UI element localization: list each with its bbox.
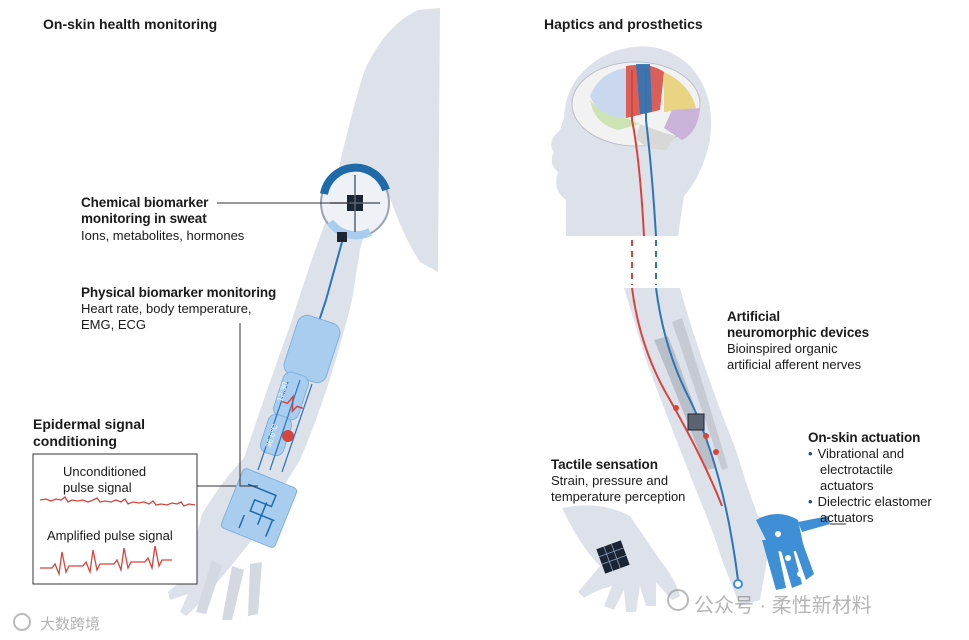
epidermal-heading-2: conditioning [33, 433, 117, 449]
arm-nerve-blue [655, 287, 739, 581]
actuation-heading: On-skin actuation [808, 430, 921, 445]
muscle-fibers [654, 318, 728, 470]
actuation-bullet-1-line-1: Vibrational and [817, 446, 905, 461]
patch-wires [257, 379, 313, 473]
neuromorphic-heading-1: Artificial [727, 309, 781, 324]
unconditioned-label-2: pulse signal [63, 480, 132, 495]
tactile-detail-2: temperature perception [551, 489, 686, 504]
chemical-heading-1: Chemical biomarker [81, 195, 209, 210]
chemical-detail: Ions, metabolites, hormones [81, 228, 245, 243]
tactile-detail-1: Strain, pressure and [551, 473, 669, 488]
sensor-connector [337, 232, 347, 242]
amplified-label: Amplified pulse signal [47, 528, 173, 543]
left-panel-title: On-skin health monitoring [43, 16, 218, 32]
actuation-bullet-2-line-2: actuators [820, 510, 874, 525]
biomarker-patch-temperature [259, 413, 294, 457]
right-panel-title: Haptics and prosthetics [544, 16, 703, 32]
watermark-text-left: 大数跨境 [40, 616, 101, 633]
sweat-sensor-icon [320, 163, 390, 240]
epidermal-heading-1: Epidermal signal [33, 416, 146, 432]
watermark-logo-left [13, 613, 31, 631]
watermark-logo-right [667, 589, 689, 611]
unconditioned-signal [39, 496, 196, 507]
physical-detail-1: Heart rate, body temperature, [81, 301, 252, 316]
neuromorphic-device-icon [673, 405, 719, 455]
actuation-bullet-1-line-3: actuators [820, 478, 874, 493]
biomarker-patch-heart-rate [273, 371, 309, 421]
physical-detail-2: EMG, ECG [81, 317, 147, 332]
neuromorphic-detail-2: artificial afferent nerves [727, 357, 862, 372]
leader-physical [239, 323, 258, 487]
tactile-sensor-grid-icon [596, 540, 630, 574]
spinal-tract-blue [645, 70, 657, 237]
actuation-bullet-1-line-2: electrotactile [820, 462, 893, 477]
physical-heading: Physical biomarker monitoring [81, 285, 277, 300]
spinal-tract-red [631, 70, 645, 237]
amplified-signal [40, 545, 172, 577]
epidermal-circuit-icon [220, 468, 298, 548]
left-arm-silhouette [168, 8, 440, 616]
actuation-bullet-1: Vibrational and [808, 446, 905, 462]
arm-nerve-red [631, 287, 723, 507]
unconditioned-label-1: Unconditioned [63, 464, 147, 479]
actuation-bullet-2: Dielectric elastomer [808, 494, 932, 510]
chemical-heading-2: monitoring in sweat [81, 211, 207, 226]
neuromorphic-detail-1: Bioinspired organic [727, 341, 838, 356]
tactile-heading: Tactile sensation [551, 457, 658, 472]
actuation-bullet-2-line-1: Dielectric elastomer [817, 494, 932, 509]
left-hand-fingers [196, 560, 262, 620]
actuator-glove-icon [733, 514, 830, 590]
neuromorphic-heading-2: neuromorphic devices [727, 325, 870, 340]
watermark-text-right: 公众号 · 柔性新材料 [694, 595, 872, 617]
